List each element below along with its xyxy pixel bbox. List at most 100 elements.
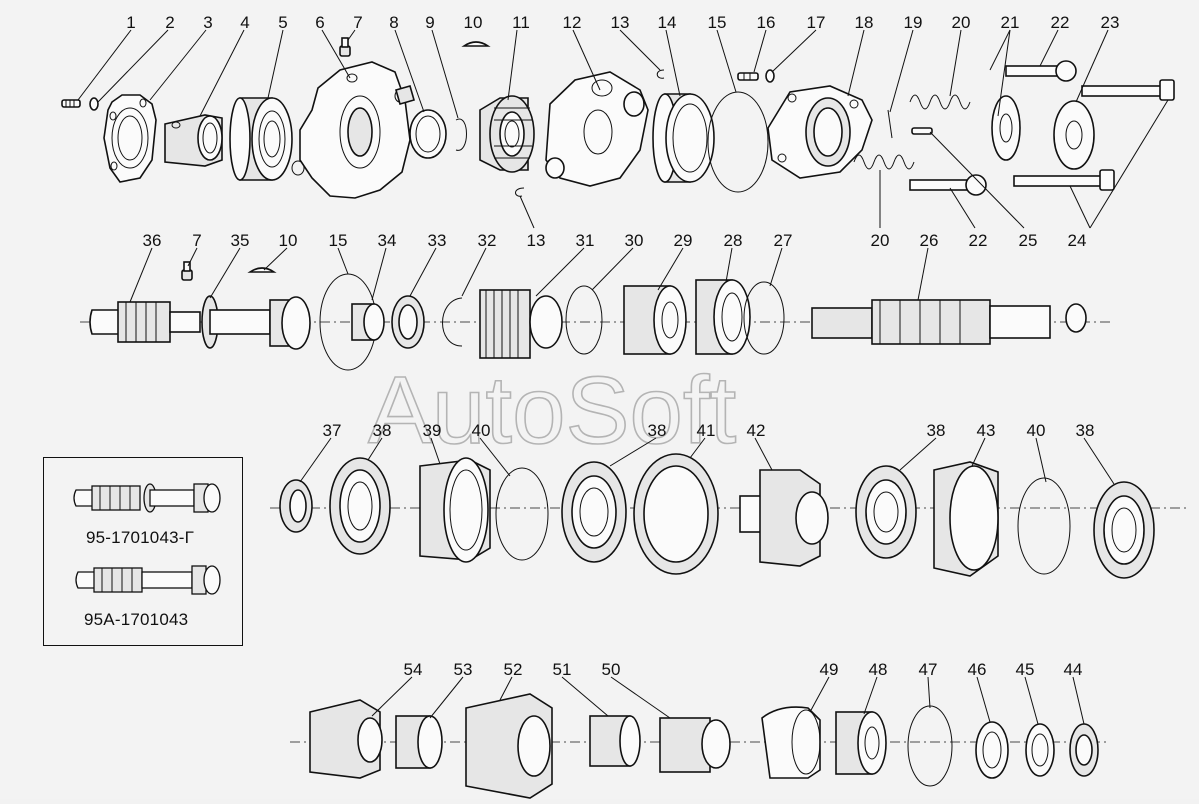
label-39: 39 bbox=[423, 421, 442, 440]
part-36-gear bbox=[269, 296, 311, 350]
part-42-gear-hub bbox=[739, 469, 829, 567]
part-number-labels: 1 2 3 4 5 6 7 8 9 10 11 12 13 14 15 16 1… bbox=[126, 13, 1119, 679]
part-7-plug-b bbox=[181, 261, 193, 281]
leader-lines bbox=[77, 29, 1169, 725]
part-15-o-ring bbox=[707, 91, 769, 193]
label-38-b: 38 bbox=[648, 421, 667, 440]
part-24-bolt-top bbox=[1081, 79, 1175, 101]
part-39-gear bbox=[419, 457, 491, 563]
inset-drawings bbox=[73, 483, 221, 595]
label-1: 1 bbox=[126, 13, 135, 32]
label-26: 26 bbox=[920, 231, 939, 250]
label-8: 8 bbox=[389, 13, 398, 32]
part-38-bearing-b bbox=[561, 461, 627, 563]
part-10-key bbox=[461, 41, 491, 47]
part-44-nut bbox=[1069, 723, 1099, 777]
label-31: 31 bbox=[576, 231, 595, 250]
part-54-gear bbox=[309, 699, 383, 779]
label-2: 2 bbox=[165, 13, 174, 32]
label-34: 34 bbox=[378, 231, 397, 250]
label-53: 53 bbox=[454, 660, 473, 679]
label-16: 16 bbox=[757, 13, 776, 32]
label-51: 51 bbox=[553, 660, 572, 679]
label-28: 28 bbox=[724, 231, 743, 250]
inset-shaft-b bbox=[75, 565, 221, 595]
label-17: 17 bbox=[807, 13, 826, 32]
part-43-gear bbox=[933, 461, 999, 577]
variant-label-b: 95А-1701043 bbox=[84, 610, 189, 629]
label-47: 47 bbox=[919, 660, 938, 679]
part-21-plate bbox=[991, 95, 1021, 161]
part-48-bearing bbox=[835, 711, 887, 775]
label-38-a: 38 bbox=[373, 421, 392, 440]
part-6-housing bbox=[291, 61, 415, 199]
part-49-cup bbox=[761, 706, 821, 779]
label-36: 36 bbox=[143, 231, 162, 250]
label-12: 12 bbox=[563, 13, 582, 32]
label-3: 3 bbox=[203, 13, 212, 32]
part-10-key-b bbox=[247, 267, 277, 273]
part-13-clip-b bbox=[515, 187, 525, 197]
label-50: 50 bbox=[602, 660, 621, 679]
row2-parts bbox=[89, 261, 1087, 371]
part-16-bolt bbox=[737, 72, 759, 81]
part-32-snap-ring bbox=[442, 297, 463, 347]
label-13: 13 bbox=[611, 13, 630, 32]
label-5: 5 bbox=[278, 13, 287, 32]
label-22-b: 22 bbox=[969, 231, 988, 250]
label-15: 15 bbox=[708, 13, 727, 32]
label-7: 7 bbox=[353, 13, 362, 32]
part-51-bushing bbox=[589, 715, 641, 767]
label-44: 44 bbox=[1064, 660, 1083, 679]
part-30-snap-ring bbox=[565, 285, 603, 355]
label-21: 21 bbox=[1001, 13, 1020, 32]
part-3-cover bbox=[103, 94, 157, 183]
label-24: 24 bbox=[1068, 231, 1087, 250]
part-35-collar bbox=[201, 295, 271, 349]
label-37: 37 bbox=[323, 421, 342, 440]
part-26-main-shaft bbox=[811, 299, 1087, 345]
label-22: 22 bbox=[1051, 13, 1070, 32]
label-20-b: 20 bbox=[871, 231, 890, 250]
part-11-synchronizer bbox=[479, 95, 535, 173]
part-8-ring bbox=[409, 109, 447, 159]
part-4-sleeve bbox=[164, 114, 223, 167]
part-46-washer bbox=[975, 721, 1009, 779]
label-19: 19 bbox=[904, 13, 923, 32]
part-2-washer bbox=[89, 97, 99, 111]
part-38-bearing-d bbox=[1093, 481, 1155, 579]
label-10-b: 10 bbox=[279, 231, 298, 250]
label-20: 20 bbox=[952, 13, 971, 32]
part-47-snap-ring bbox=[907, 705, 953, 787]
part-40-snap-ring-b bbox=[1017, 477, 1071, 575]
part-41-ring bbox=[633, 453, 719, 575]
label-29: 29 bbox=[674, 231, 693, 250]
label-13-b: 13 bbox=[527, 231, 546, 250]
part-31-synchronizer bbox=[479, 289, 563, 359]
label-32: 32 bbox=[478, 231, 497, 250]
label-14: 14 bbox=[658, 13, 677, 32]
label-38-c: 38 bbox=[927, 421, 946, 440]
label-43: 43 bbox=[977, 421, 996, 440]
part-34-washer bbox=[351, 303, 385, 341]
label-40-b: 40 bbox=[1027, 421, 1046, 440]
label-9: 9 bbox=[425, 13, 434, 32]
row4-parts bbox=[309, 693, 1099, 799]
part-28-race bbox=[695, 279, 751, 355]
row3-parts bbox=[279, 453, 1155, 579]
part-7-plug bbox=[339, 37, 351, 57]
part-36-shaft bbox=[89, 301, 201, 343]
label-38-d: 38 bbox=[1076, 421, 1095, 440]
part-27-o-ring bbox=[743, 281, 785, 355]
part-12-flange bbox=[545, 71, 649, 187]
part-22-bolt-top bbox=[1005, 60, 1077, 82]
part-38-bearing-a bbox=[329, 457, 391, 555]
inset-shaft-a bbox=[73, 483, 221, 513]
part-23-plate bbox=[1053, 100, 1095, 170]
part-18-housing bbox=[767, 85, 873, 179]
part-37-bore bbox=[289, 489, 307, 523]
part-29-bearing bbox=[623, 285, 687, 355]
label-30: 30 bbox=[625, 231, 644, 250]
part-9-snap-ring bbox=[455, 118, 467, 151]
